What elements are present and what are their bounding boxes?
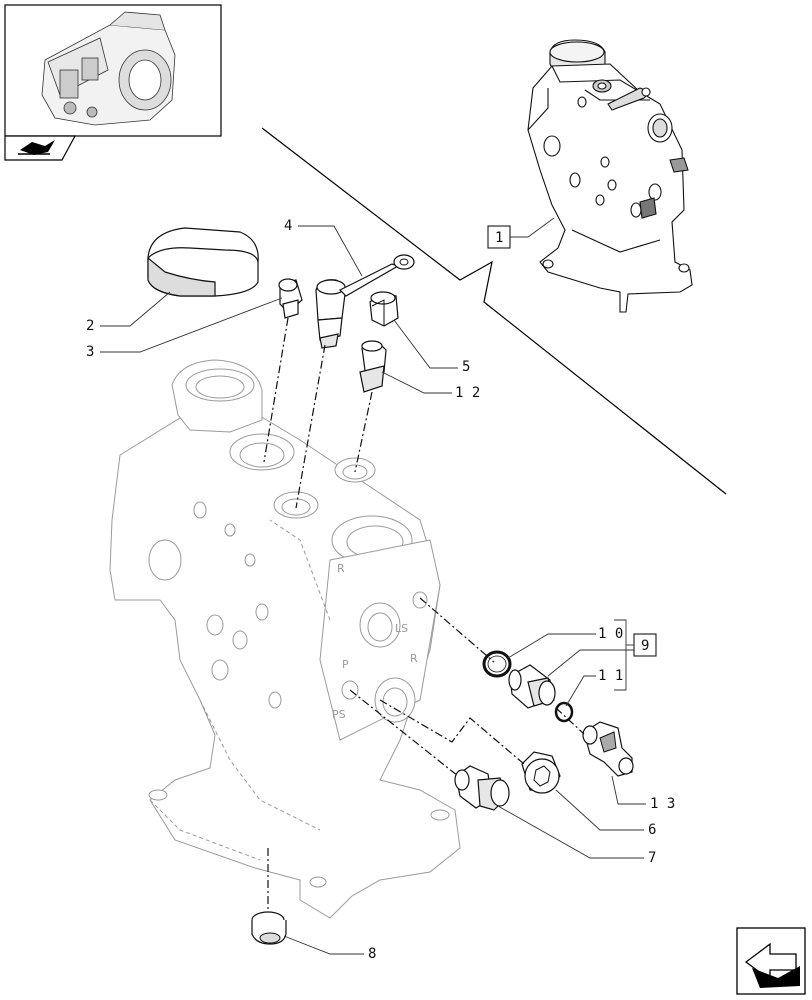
- gearbox-thumbnail-icon: [41, 11, 176, 126]
- part-10-oring[interactable]: [482, 650, 512, 678]
- callout-12-text: 1 2: [455, 385, 480, 401]
- part-9-adapter[interactable]: [508, 664, 556, 709]
- assembly-centerlines: [263, 317, 585, 912]
- callout-5[interactable]: 5: [393, 319, 470, 375]
- port-label-p: P: [342, 658, 349, 671]
- callout-5-text: 5: [462, 359, 470, 375]
- callout-8[interactable]: 8: [283, 935, 376, 962]
- callout-12[interactable]: 1 2: [381, 371, 480, 401]
- port-label-r-top: R: [337, 562, 345, 575]
- callout-10-text: 1 0: [598, 626, 623, 642]
- callout-7[interactable]: 7: [497, 805, 656, 866]
- callout-4[interactable]: 4: [284, 218, 363, 277]
- callout-1-text: 1: [495, 230, 503, 246]
- callout-3[interactable]: 3: [86, 297, 283, 360]
- callout-11-text: 1 1: [598, 668, 623, 684]
- port-label-ps: PS: [332, 708, 346, 721]
- callout-2[interactable]: 2: [86, 291, 171, 334]
- port-label-r: R: [410, 652, 418, 665]
- callout-6[interactable]: 6: [555, 789, 656, 838]
- port-label-ls: LS: [395, 622, 408, 635]
- part-2-cap[interactable]: [147, 227, 259, 297]
- next-page-arrow-icon[interactable]: [736, 927, 806, 995]
- overview-thumbnail[interactable]: [4, 4, 222, 137]
- part-12-fitting[interactable]: [359, 340, 387, 393]
- part-5-nut[interactable]: [369, 291, 399, 327]
- callout-6-text: 6: [648, 822, 656, 838]
- part-8-plug[interactable]: [251, 911, 287, 945]
- callout-10[interactable]: 1 0: [507, 626, 623, 659]
- part-6-hex-plug[interactable]: [521, 751, 561, 794]
- callout-13-text: 1 3: [650, 796, 675, 812]
- assembled-valve-view: [527, 39, 693, 313]
- book-arrow-icon[interactable]: [4, 135, 77, 161]
- part-3-plug[interactable]: [278, 278, 303, 319]
- callout-2-text: 2: [86, 318, 94, 334]
- callout-11[interactable]: 1 1: [565, 668, 623, 707]
- callout-9[interactable]: 9: [547, 619, 657, 691]
- part-7-fitting[interactable]: [454, 765, 510, 811]
- valve-body-ghost: R LS P R PS: [109, 359, 461, 919]
- part-13-elbow[interactable]: [582, 721, 634, 777]
- callout-7-text: 7: [648, 850, 656, 866]
- callout-13[interactable]: 1 3: [611, 775, 675, 812]
- callout-8-text: 8: [368, 946, 376, 962]
- divider-line: [261, 127, 727, 495]
- callout-3-text: 3: [86, 344, 94, 360]
- callout-1[interactable]: 1: [487, 217, 555, 249]
- callout-9-text: 9: [641, 638, 649, 654]
- part-4-plug-lanyard[interactable]: [315, 254, 415, 349]
- callout-4-text: 4: [284, 218, 292, 234]
- part-11-oring[interactable]: [554, 701, 574, 723]
